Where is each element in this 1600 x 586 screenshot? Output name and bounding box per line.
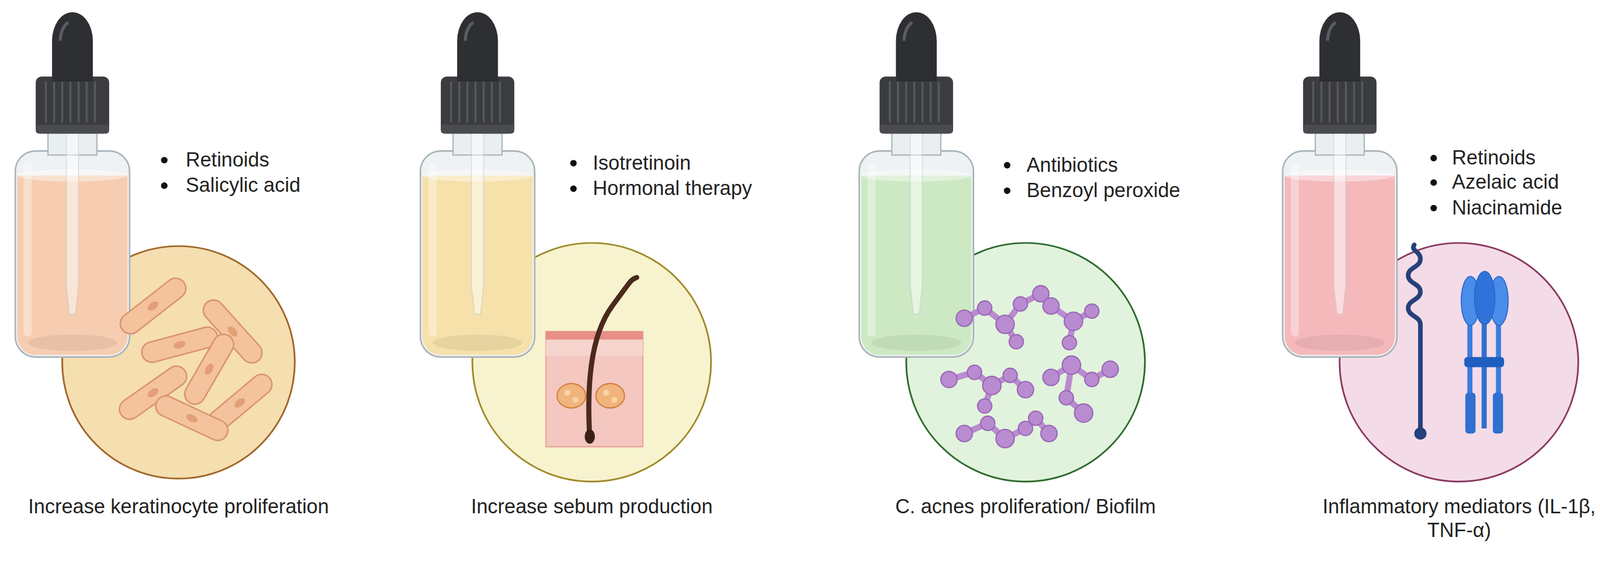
illustration-part	[1074, 403, 1093, 423]
illustration-part	[1430, 179, 1437, 186]
illustration-part	[1003, 368, 1018, 383]
illustration-part	[546, 277, 644, 447]
illustration-part	[1084, 372, 1100, 387]
illustration-part	[1059, 390, 1074, 405]
illustration-part	[420, 12, 535, 357]
illustration-part	[1042, 297, 1060, 315]
illustration-part	[1464, 356, 1505, 367]
caption-text: Increase keratinocyte proliferation	[0, 495, 419, 520]
illustration-part	[180, 330, 238, 409]
illustration-part	[1408, 245, 1509, 441]
illustration-part	[115, 274, 190, 338]
illustration-part	[570, 185, 577, 192]
illustration-part	[995, 315, 1015, 334]
illustration-part	[956, 425, 973, 442]
illustration-part	[1282, 12, 1398, 357]
illustration-part	[1003, 161, 1011, 169]
illustration-part	[1042, 369, 1060, 386]
illustration-part	[115, 274, 277, 444]
illustration-part	[1009, 334, 1024, 349]
illustration-part	[956, 309, 973, 327]
illustration-part	[1474, 271, 1496, 325]
illustration-part	[564, 389, 571, 396]
treatment-item: Antibiotics	[1026, 153, 1118, 178]
treatment-item: Niacinamide	[1451, 196, 1563, 221]
treatment-item: Retinoids	[1451, 146, 1536, 171]
illustration-part	[1414, 427, 1427, 440]
treatment-item: Azelaic acid	[1451, 170, 1559, 195]
illustration-part	[572, 396, 579, 404]
illustration-part	[603, 389, 610, 396]
illustration-part	[1430, 154, 1437, 162]
illustration-part	[1017, 381, 1034, 399]
illustration-part	[1064, 312, 1083, 331]
treatment-item: Hormonal therapy	[593, 176, 753, 201]
illustration-part	[967, 365, 982, 380]
illustration-part	[584, 429, 595, 444]
treatment-item: Isotretinoin	[593, 151, 692, 176]
illustration-part	[160, 154, 1437, 212]
illustration-part	[977, 399, 992, 414]
illustration-part	[588, 277, 637, 439]
illustration-part	[152, 392, 232, 444]
illustration-part	[977, 301, 992, 316]
illustration-part	[160, 157, 168, 164]
illustration-part	[1013, 296, 1028, 312]
treatment-item: Benzoyl peroxide	[1026, 178, 1181, 203]
illustration-part	[948, 293, 1111, 439]
illustration-part	[1062, 335, 1077, 351]
illustration-part	[982, 376, 1002, 395]
illustration-part	[995, 429, 1015, 449]
illustration-part	[941, 285, 1119, 449]
treatment-item: Salicylic acid	[185, 173, 301, 198]
illustration-part	[1430, 205, 1437, 212]
illustration-part	[1492, 392, 1503, 434]
illustration-part	[1040, 425, 1058, 442]
treatment-item: Retinoids	[185, 148, 269, 173]
illustration-part	[1003, 187, 1011, 195]
caption-text: Increase sebum production	[408, 495, 776, 520]
illustration-part	[160, 182, 168, 189]
illustration-part	[941, 371, 958, 389]
illustration-part	[1028, 411, 1043, 426]
caption-text: C. acnes proliferation/ Biofilm	[780, 495, 1271, 520]
illustration-part	[859, 12, 974, 357]
illustration-part	[1084, 304, 1100, 319]
illustration-part	[557, 383, 586, 409]
caption-block: Increase keratinocyte proliferation	[0, 495, 419, 520]
illustration-part	[1408, 245, 1421, 429]
illustration-part	[611, 396, 618, 404]
illustration-part	[980, 416, 995, 431]
illustration-part	[595, 383, 625, 409]
illustration-part	[15, 12, 130, 357]
illustration-part	[570, 160, 577, 167]
caption-block: C. acnes proliferation/ Biofilm	[780, 495, 1271, 520]
illustration-part	[1101, 361, 1119, 378]
caption-block: Increase sebum production	[408, 495, 776, 520]
illustration-part	[1062, 356, 1081, 375]
caption-text: Inflammatory mediators (IL-1β, TNF-α)	[1306, 495, 1600, 543]
caption-block: Inflammatory mediators (IL-1β, TNF-α)	[1306, 495, 1600, 543]
illustration-part	[1465, 392, 1476, 434]
